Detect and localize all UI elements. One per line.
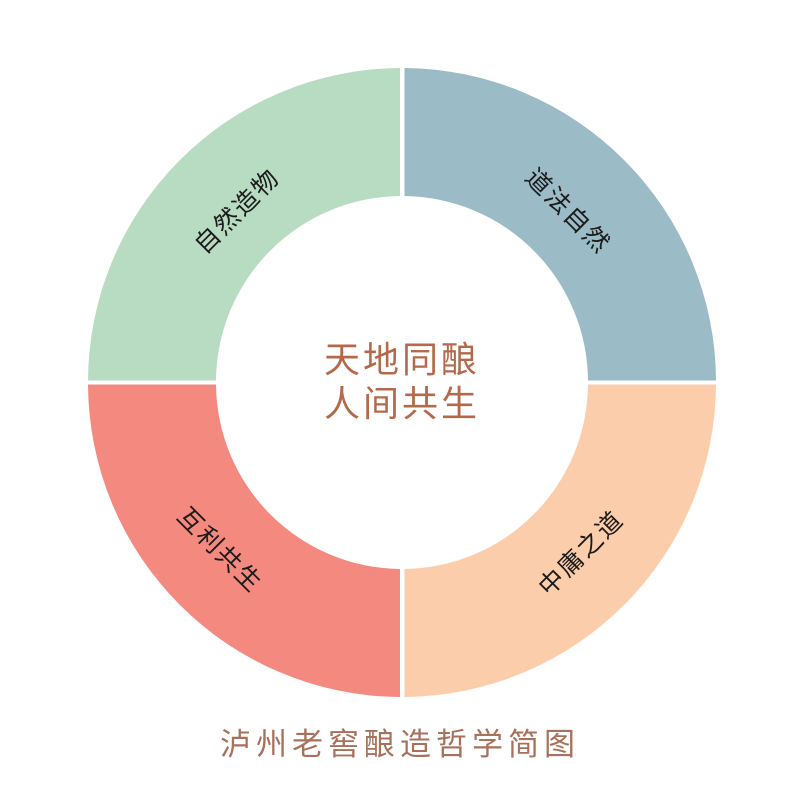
- donut-slice-ziran-zaowu[interactable]: [88, 68, 400, 381]
- donut-slice-huli-gongsheng[interactable]: [88, 384, 400, 698]
- donut-slice-daofa-ziran[interactable]: [404, 68, 717, 381]
- figure-caption: 泸州老窖酿造哲学简图: [220, 727, 580, 762]
- donut-slice-zhongyong-zhidao[interactable]: [404, 384, 717, 698]
